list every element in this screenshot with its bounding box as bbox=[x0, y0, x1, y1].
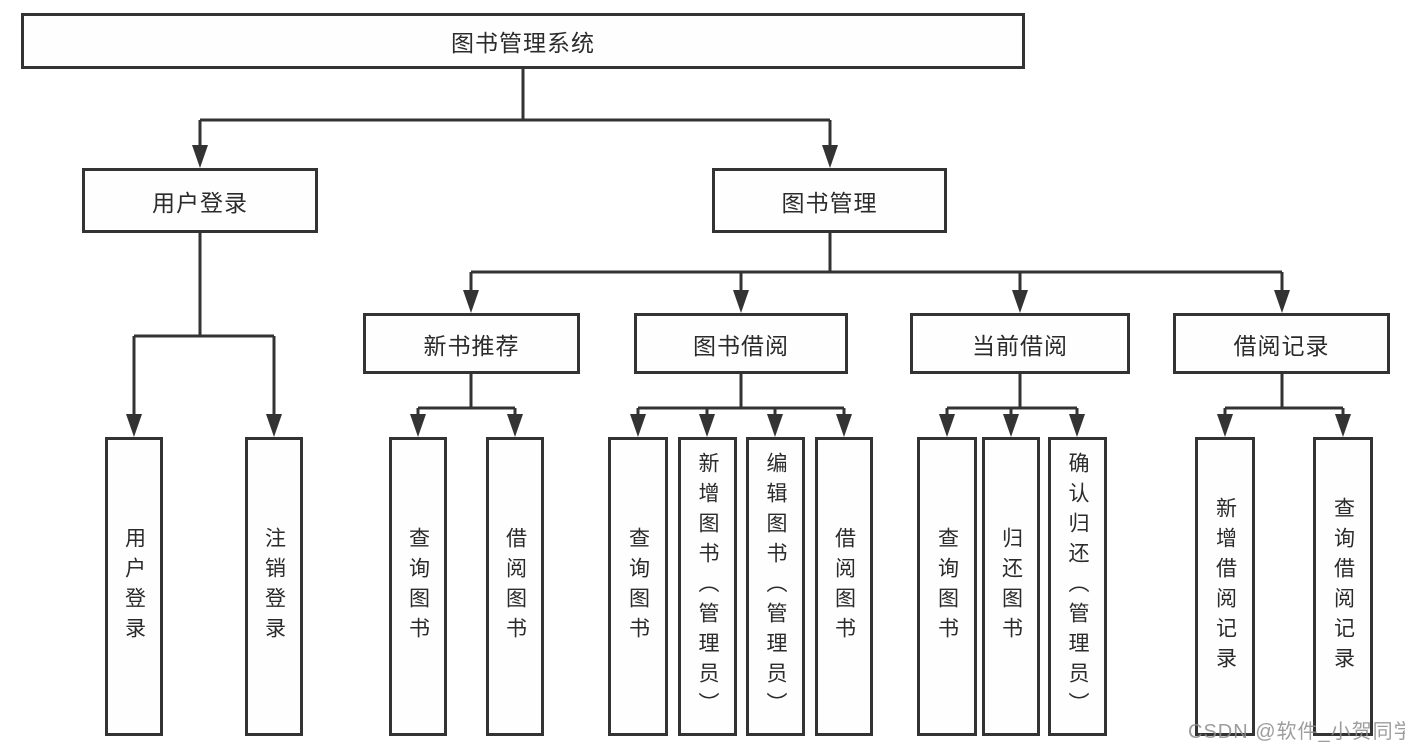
leaf-borrow-query-books: 查询图书 bbox=[608, 437, 668, 736]
leaf-borrow-borrow-books: 借阅图书 bbox=[815, 437, 873, 736]
leaf-records-add-record: 新增借阅记录 bbox=[1195, 437, 1255, 736]
leaf-records-query-record: 查询借阅记录 bbox=[1313, 437, 1373, 736]
leaf-current-query-books: 查询图书 bbox=[917, 437, 977, 736]
node-current-borrow: 当前借阅 bbox=[910, 313, 1130, 374]
node-borrow-records: 借阅记录 bbox=[1173, 313, 1390, 374]
csdn-watermark: CSDN @软件_小贺同学 bbox=[1188, 721, 1405, 743]
node-root-system: 图书管理系统 bbox=[21, 13, 1025, 69]
leaf-newbooks-query-books: 查询图书 bbox=[389, 437, 447, 736]
node-new-book-recommend: 新书推荐 bbox=[363, 313, 580, 374]
connector-newbooks-to-leaves bbox=[410, 374, 523, 437]
leaf-borrow-add-books-admin: 新增图书（管理员） bbox=[678, 437, 737, 736]
connector-mgmt-to-level3 bbox=[463, 233, 1290, 313]
leaf-newbooks-borrow-books: 借阅图书 bbox=[486, 437, 544, 736]
connector-records-to-leaves bbox=[1217, 374, 1351, 437]
leaf-current-confirm-return-admin: 确认归还（管理员） bbox=[1048, 437, 1107, 736]
connector-login-to-leaves bbox=[126, 233, 282, 437]
node-user-login: 用户登录 bbox=[82, 168, 318, 233]
leaf-borrow-edit-books-admin: 编辑图书（管理员） bbox=[746, 437, 805, 736]
leaf-current-return-books: 归还图书 bbox=[982, 437, 1040, 736]
connector-root-to-level2 bbox=[192, 69, 838, 168]
connector-current-to-leaves bbox=[939, 374, 1085, 437]
node-book-management: 图书管理 bbox=[712, 168, 947, 233]
leaf-logout: 注销登录 bbox=[245, 437, 303, 736]
node-book-borrow: 图书借阅 bbox=[634, 313, 848, 374]
connector-borrow-to-leaves bbox=[630, 374, 852, 437]
leaf-user-login: 用户登录 bbox=[105, 437, 163, 736]
